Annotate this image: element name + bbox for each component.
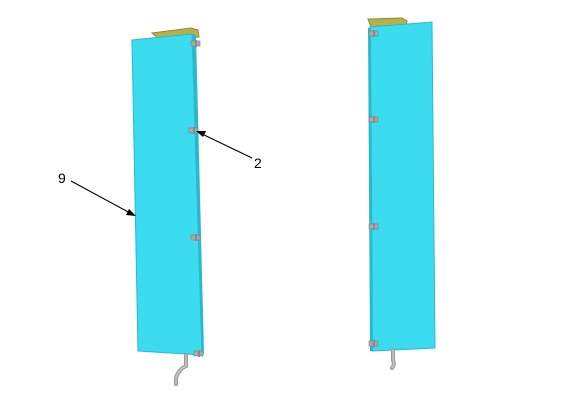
leader-arrow-2 (196, 131, 206, 137)
left-panel-edge (192, 34, 204, 355)
right-hinge-2 (368, 116, 379, 123)
callout-label-2: 2 (254, 155, 262, 171)
left-panel-face (131, 33, 203, 356)
callout-2: 2 (196, 131, 262, 171)
leader-line-9 (70, 180, 133, 215)
left-hinge-4 (193, 350, 204, 357)
leader-arrow-9 (126, 209, 136, 216)
left-hinge-3 (190, 234, 201, 241)
left-hinge-2 (188, 127, 199, 134)
right-panel-edge (368, 27, 373, 351)
callout-9: 9 (58, 170, 136, 216)
leader-line-2 (199, 132, 253, 159)
right-panel-face (369, 21, 436, 352)
right-panel-assembly (367, 17, 436, 370)
right-hinge-3 (368, 223, 379, 230)
right-hinge-1 (368, 30, 379, 37)
right-hinge-4 (368, 340, 379, 347)
left-panel-assembly (131, 27, 204, 386)
left-hinge-1 (190, 40, 201, 47)
callout-label-9: 9 (58, 170, 66, 186)
